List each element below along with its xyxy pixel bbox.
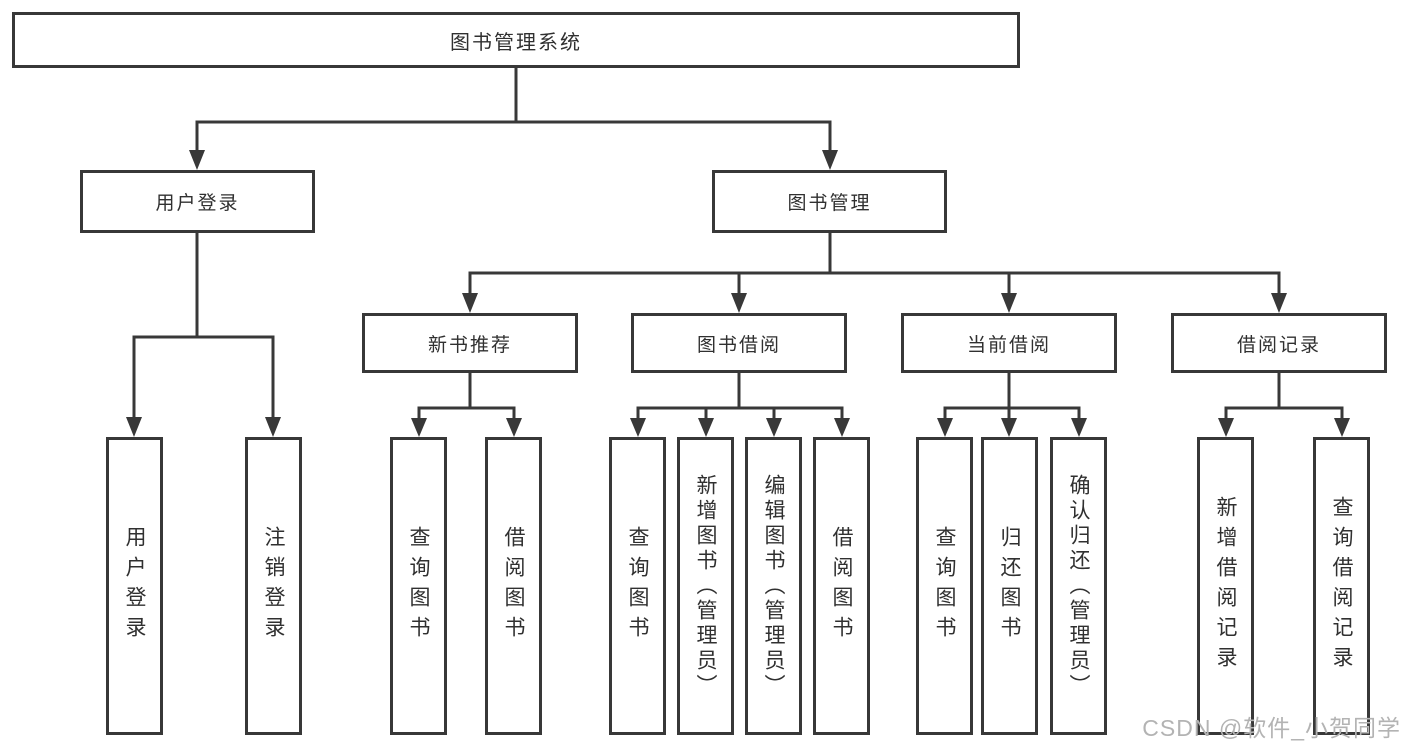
leaf-query-books-borrow: 查询图书 <box>609 437 666 735</box>
node-book-management: 图书管理 <box>712 170 947 233</box>
node-user-login-label: 用户登录 <box>155 193 240 214</box>
leaf-query-books-recommend-label: 查询图书 <box>407 526 430 646</box>
leaf-confirm-return-admin: 确认归还（管理员） <box>1050 437 1107 735</box>
csdn-watermark: CSDN @软件_小贺同学 <box>1142 715 1401 741</box>
node-current-borrowing-label: 当前借阅 <box>966 334 1051 356</box>
node-current-borrowing: 当前借阅 <box>901 313 1117 373</box>
leaf-query-books-current: 查询图书 <box>916 437 973 735</box>
leaf-confirm-return-admin-label: 确认归还（管理员） <box>1067 473 1090 699</box>
node-book-borrowing-label: 图书借阅 <box>696 334 781 356</box>
connector-user-login-to-leaves <box>126 231 281 437</box>
leaf-query-borrow-record: 查询借阅记录 <box>1313 437 1370 735</box>
connector-records-to-leaves <box>1218 371 1350 437</box>
connector-current-to-leaves <box>937 371 1087 437</box>
leaf-user-login: 用户登录 <box>106 437 163 735</box>
leaf-query-books-recommend: 查询图书 <box>390 437 447 735</box>
node-library-system: 图书管理系统 <box>12 12 1020 68</box>
leaf-add-borrow-record: 新增借阅记录 <box>1197 437 1254 735</box>
leaf-edit-book-admin-label: 编辑图书（管理员） <box>762 473 785 699</box>
node-new-book-recommend-label: 新书推荐 <box>427 334 512 356</box>
leaf-borrow-books-recommend: 借阅图书 <box>485 437 542 735</box>
leaf-borrow-books-label: 借阅图书 <box>830 526 853 646</box>
connector-root-to-level2 <box>189 66 838 170</box>
node-book-management-label: 图书管理 <box>787 193 872 214</box>
leaf-user-login-label: 用户登录 <box>123 526 146 646</box>
connector-borrow-to-leaves <box>630 371 850 437</box>
leaf-query-books-borrow-label: 查询图书 <box>626 526 649 646</box>
leaf-add-book-admin-label: 新增图书（管理员） <box>694 473 717 699</box>
leaf-add-book-admin: 新增图书（管理员） <box>677 437 734 735</box>
leaf-query-books-current-label: 查询图书 <box>933 526 956 646</box>
leaf-return-book: 归还图书 <box>981 437 1038 735</box>
leaf-logout-label: 注销登录 <box>262 526 285 646</box>
leaf-borrow-books: 借阅图书 <box>813 437 870 735</box>
node-new-book-recommend: 新书推荐 <box>362 313 578 373</box>
leaf-add-borrow-record-label: 新增借阅记录 <box>1214 496 1237 676</box>
leaf-return-book-label: 归还图书 <box>998 526 1021 646</box>
leaf-borrow-books-recommend-label: 借阅图书 <box>502 526 525 646</box>
node-book-borrowing: 图书借阅 <box>631 313 847 373</box>
leaf-edit-book-admin: 编辑图书（管理员） <box>745 437 802 735</box>
node-borrowing-records-label: 借阅记录 <box>1236 334 1321 356</box>
node-user-login: 用户登录 <box>80 170 315 233</box>
connector-book-management-to-level3 <box>462 231 1287 313</box>
node-borrowing-records: 借阅记录 <box>1171 313 1387 373</box>
connector-recommend-to-leaves <box>411 371 522 437</box>
leaf-query-borrow-record-label: 查询借阅记录 <box>1330 496 1353 676</box>
node-library-system-label: 图书管理系统 <box>450 31 582 54</box>
leaf-logout: 注销登录 <box>245 437 302 735</box>
